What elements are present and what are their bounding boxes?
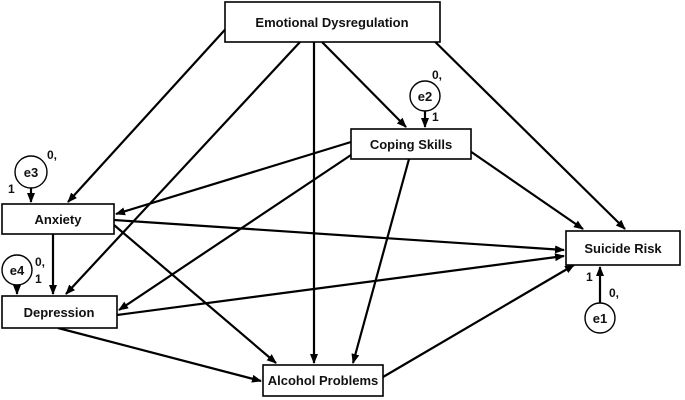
arrow-anxiety-to-alcohol-problems (113, 224, 277, 364)
error-e3-label: e3 (24, 165, 38, 180)
arrow-emotional-dysregulation-to-anxiety (67, 21, 233, 203)
error-e2-variance: 0, (432, 68, 442, 82)
arrow-coping-skills-to-suicide-risk (466, 148, 584, 230)
error-e1: e1 0, 1 (584, 270, 619, 334)
arrow-depression-to-suicide-risk (116, 253, 565, 317)
error-e2: e2 0, 1 (409, 68, 442, 124)
error-e3-loading: 1 (8, 182, 15, 196)
error-e2-label: e2 (418, 89, 432, 104)
node-coping-skills: Coping Skills (350, 128, 472, 160)
node-anxiety-label: Anxiety (35, 212, 83, 227)
error-e4-loading: 1 (35, 272, 42, 286)
error-e3: e3 0, 1 (8, 148, 57, 196)
error-e4: e4 0, 1 (1, 254, 45, 286)
node-alcohol-problems: Alcohol Problems (262, 364, 384, 397)
node-depression: Depression (1, 295, 118, 329)
arrow-anxiety-to-suicide-risk (113, 218, 565, 254)
arrow-emotional-dysregulation-to-suicide-risk (414, 21, 626, 230)
error-e2-loading: 1 (432, 110, 439, 124)
edges-layer (13, 21, 626, 383)
arrow-coping-skills-to-anxiety (115, 140, 352, 216)
error-e1-variance: 0, (609, 286, 619, 300)
error-e3-variance: 0, (47, 148, 57, 162)
arrow-coping-skills-to-depression (118, 154, 352, 311)
arrow-coping-skills-to-alcohol-problems (351, 158, 411, 364)
node-suicide-risk: Suicide Risk (565, 230, 681, 266)
error-e1-loading: 1 (586, 270, 593, 284)
node-suicide-risk-label: Suicide Risk (584, 241, 662, 256)
arrow-depression-to-alcohol-problems (57, 326, 262, 383)
node-emotional-dysregulation: Emotional Dysregulation (224, 1, 441, 43)
arrow-alcohol-problems-to-suicide-risk (382, 264, 575, 378)
error-e4-label: e4 (10, 263, 25, 278)
node-coping-skills-label: Coping Skills (370, 137, 452, 152)
node-emotional-dysregulation-label: Emotional Dysregulation (255, 15, 408, 30)
node-alcohol-problems-label: Alcohol Problems (268, 373, 379, 388)
arrow-emotional-dysregulation-to-depression (65, 41, 301, 295)
error-e4-variance: 0, (35, 255, 45, 269)
node-depression-label: Depression (24, 305, 95, 320)
node-anxiety: Anxiety (1, 203, 115, 235)
error-e1-label: e1 (593, 311, 607, 326)
arrow-emotional-dysregulation-to-coping-skills (321, 41, 407, 128)
